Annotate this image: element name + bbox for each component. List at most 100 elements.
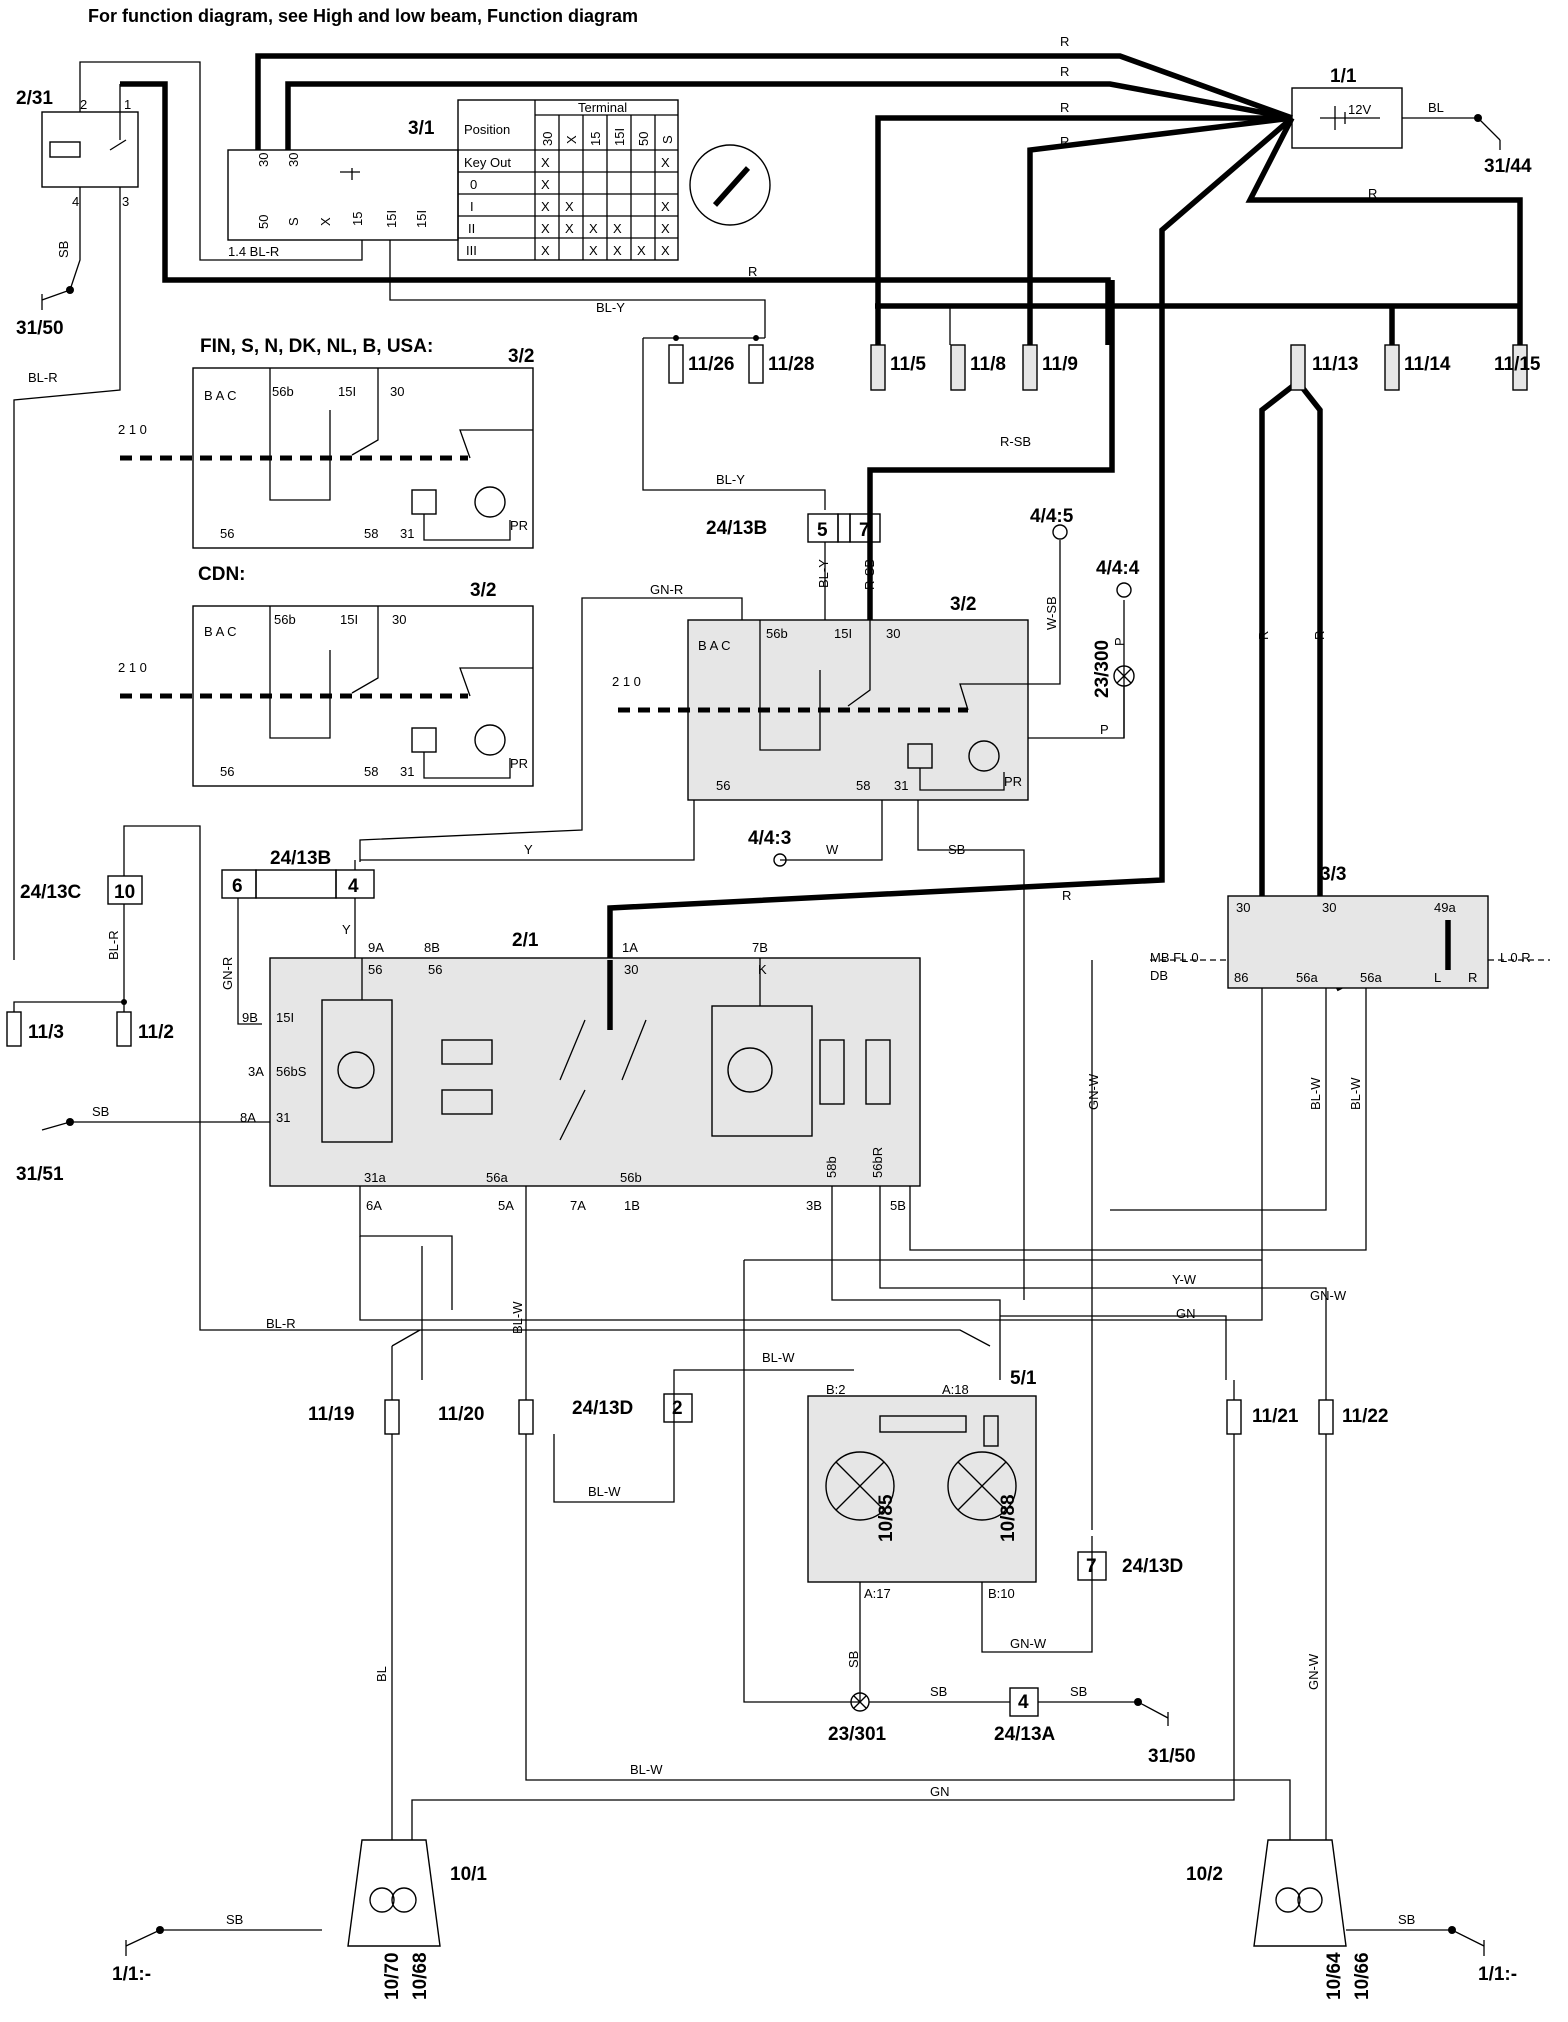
pin-49a: 49a: [1434, 900, 1456, 915]
wire-sb-b: SB: [948, 842, 965, 857]
wire-gn-w-a: GN-W: [1086, 1073, 1101, 1110]
pin-15i-c: 15I: [834, 626, 852, 641]
wire-sb-e: SB: [930, 1684, 947, 1699]
wire-y-w: Y-W: [1172, 1272, 1197, 1287]
pin-56br: 56bR: [870, 1147, 885, 1178]
wire-bl-r-b: BL-R: [106, 930, 121, 960]
label-10-85: 10/85: [876, 1494, 897, 1542]
fuse-11-9: 11/9: [1042, 354, 1078, 375]
label-24-13d-a: 24/13D: [572, 1398, 633, 1419]
pin-7b: 7B: [752, 940, 768, 955]
table-col-3: 15I: [612, 128, 627, 146]
wire-bl-w-f: BL-W: [630, 1762, 663, 1777]
pin-7a: 7A: [570, 1198, 586, 1213]
table-mark-r0-c0: X: [541, 155, 550, 170]
wire-bl: BL: [374, 1666, 389, 1682]
pin-56b-b: 56b: [274, 612, 296, 627]
switch-left-positions-2: DB: [1150, 968, 1168, 983]
pin-58-c: 58: [856, 778, 870, 793]
label-31-50-b: 31/50: [1148, 1746, 1196, 1767]
wire-bl-r-c: BL-R: [266, 1316, 296, 1331]
wire-gn-r-a: GN-R: [650, 582, 683, 597]
table-col-2: 15: [588, 132, 603, 146]
pin-56b-c: 56b: [766, 626, 788, 641]
wire-gn-w-b: GN-W: [1310, 1288, 1347, 1303]
switch-right-positions: L 0 R: [1500, 950, 1531, 965]
label-23-301: 23/301: [828, 1724, 887, 1745]
pin-15i-a: 15I: [338, 384, 356, 399]
pin-30-c: 30: [886, 626, 900, 641]
pin-56-a: 56: [220, 526, 234, 541]
table-mark-r4-c3: X: [613, 243, 622, 258]
pin-1a: 1A: [622, 940, 638, 955]
wire-r-8: R: [1256, 631, 1271, 640]
label-24-13b-top: 24/13B: [706, 518, 767, 539]
pin-4: 4: [72, 194, 79, 209]
pin-b2: B:2: [826, 1382, 846, 1397]
wire-gn-a: GN: [1176, 1306, 1196, 1321]
pin-30-a: 30: [390, 384, 404, 399]
table-row-4-label: III: [466, 243, 477, 258]
relay-2-31: [13, 61, 363, 960]
pins-bac-b: B A C: [204, 624, 237, 639]
page-header: For function diagram, see High and low b…: [88, 6, 638, 26]
pin-56a-3-3b: 56a: [1360, 970, 1382, 985]
label-2-31: 2/31: [16, 88, 53, 109]
conn-b5: 5: [817, 520, 828, 541]
connector-24-13b-mid: [221, 860, 375, 1025]
table-mark-r3-c3: X: [613, 221, 622, 236]
table-mark-r1-c0: X: [541, 177, 550, 192]
pin-56-b: 56: [220, 764, 234, 779]
pin-r: R: [1468, 970, 1477, 985]
connector-24-13b-top: [807, 513, 881, 620]
label-10-68: 10/68: [410, 1952, 431, 2000]
table-terminal-title: Terminal: [578, 100, 627, 115]
wire-y-b: Y: [342, 922, 351, 937]
pin-30-3-3a: 30: [1236, 900, 1250, 915]
label-4-4-5: 4/4:5: [1030, 506, 1074, 527]
wire-r-4: R: [1060, 134, 1069, 149]
pin-8b: 8B: [424, 940, 440, 955]
wire-gn-w-d: GN-W: [1010, 1636, 1047, 1651]
pin-3-1-15i-a: 15I: [384, 210, 399, 228]
label-31-51: 31/51: [16, 1164, 64, 1185]
label-1-1-b: 1/1:-: [1478, 1964, 1517, 1985]
connector-24-13c: [6, 825, 991, 1347]
fuse-11-5: 11/5: [890, 354, 926, 375]
pin-pr-c: PR: [1004, 774, 1022, 789]
pin-pr-a: PR: [510, 518, 528, 533]
pin-3a: 3A: [248, 1064, 264, 1079]
label-10-64: 10/64: [1324, 1952, 1345, 2000]
wire-sb-d: SB: [846, 1651, 861, 1668]
pin-9a: 9A: [368, 940, 384, 955]
wire-sb-h: SB: [1398, 1912, 1415, 1927]
label-10-66: 10/66: [1352, 1952, 1373, 2000]
switch-3-2-main: [359, 540, 1125, 1300]
pin-56a-3-3a: 56a: [1296, 970, 1318, 985]
pin-5a: 5A: [498, 1198, 514, 1213]
wire-bl-w-a: BL-W: [1308, 1077, 1323, 1110]
wire-gn-w-c: GN-W: [1306, 1653, 1321, 1690]
conn-a4: 4: [1018, 1692, 1029, 1713]
pins-bac-a: B A C: [204, 388, 237, 403]
ground-bottom-group: [850, 1687, 1169, 1726]
wire-r-6: R: [748, 264, 757, 279]
headlamp-10-2: [1253, 1839, 1485, 1956]
light-switch-3-3: [359, 895, 1550, 1321]
note-variant-b: CDN:: [198, 564, 246, 585]
wire-sb-f: SB: [1070, 1684, 1087, 1699]
pin-56a-m: 56a: [486, 1170, 508, 1185]
pin-15i-m: 15I: [276, 1010, 294, 1025]
label-24-13b-mid: 24/13B: [270, 848, 331, 869]
label-24-13a: 24/13A: [994, 1724, 1056, 1745]
switch-3-2-variant-a: [120, 367, 534, 549]
fuse-row-bottom: [384, 1369, 1334, 1840]
ignition-table: Position Terminal 30 X 15 15I 50 S Key O…: [464, 100, 675, 258]
fuse-row-top: [642, 306, 1528, 510]
wire-bl-r-a: BL-R: [28, 370, 58, 385]
table-mark-r4-c2: X: [589, 243, 598, 258]
label-4-4-4: 4/4:4: [1096, 558, 1140, 579]
pin-3-1-15: 15: [350, 212, 365, 226]
table-mark-r3-c0: X: [541, 221, 550, 236]
conn-b4: 4: [348, 876, 359, 897]
